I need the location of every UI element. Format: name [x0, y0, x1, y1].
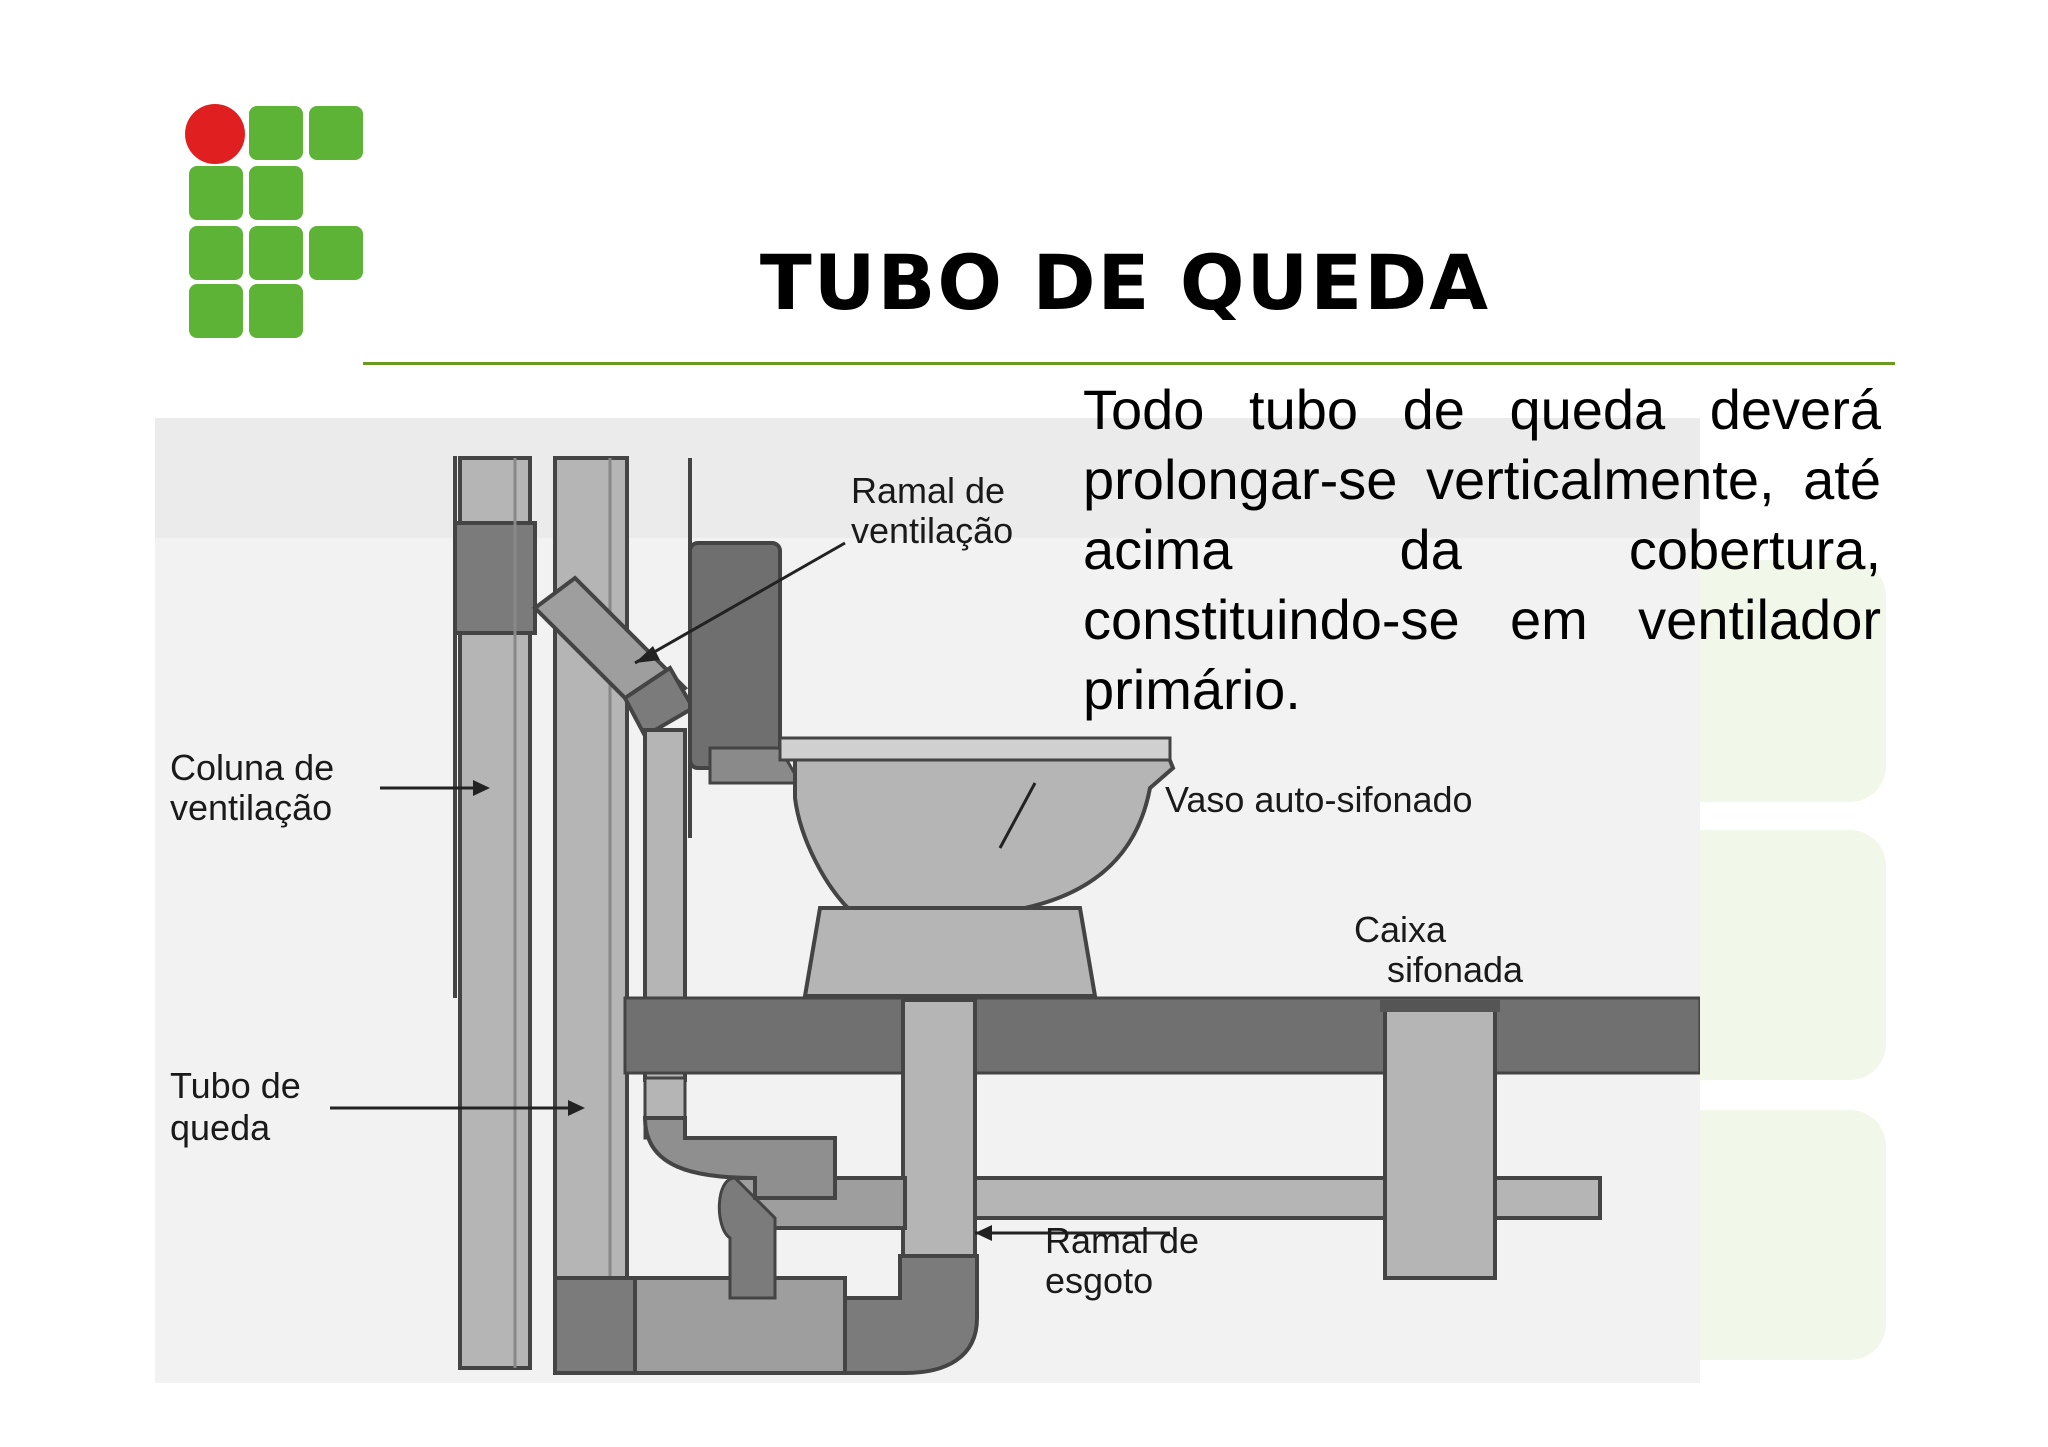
logo-green-squares — [189, 106, 363, 338]
floor-drain-box — [1383, 1006, 1497, 1280]
slide-body-text: Todo tubo de queda deverá prolongar-se v… — [1083, 378, 1881, 721]
label-vaso: Vaso auto-sifonado — [1165, 779, 1473, 820]
background-panel — [1700, 830, 1886, 1080]
floor-slab — [623, 996, 1700, 1075]
background-panel — [1700, 560, 1886, 802]
label-tubo-queda-line2: queda — [170, 1107, 271, 1148]
toilet-tank — [688, 541, 782, 770]
label-ramal-esgoto-line1: Ramal de — [1045, 1220, 1199, 1261]
label-coluna-ventilacao-line1: Coluna de — [170, 747, 334, 788]
label-caixa-line1: Caixa — [1354, 909, 1447, 950]
label-coluna-ventilacao-line2: ventilação — [170, 787, 332, 828]
logo-red-circle — [185, 104, 245, 164]
plumbing-diagram: Ramal de ventilação Coluna de ventilação… — [155, 418, 1700, 1383]
label-caixa-line2: sifonada — [1387, 949, 1524, 990]
title-divider — [363, 362, 1895, 365]
label-ramal-ventilacao-line1: Ramal de — [851, 470, 1005, 511]
sewer-branch-pipe — [901, 998, 977, 1302]
slide-title: TUBO DE QUEDA — [759, 238, 1491, 327]
background-panel — [1700, 1110, 1886, 1360]
label-ramal-esgoto-line2: esgoto — [1045, 1260, 1153, 1301]
label-tubo-queda-line1: Tubo de — [170, 1065, 301, 1106]
label-ramal-ventilacao-line2: ventilação — [851, 510, 1013, 551]
institution-logo — [185, 104, 363, 338]
